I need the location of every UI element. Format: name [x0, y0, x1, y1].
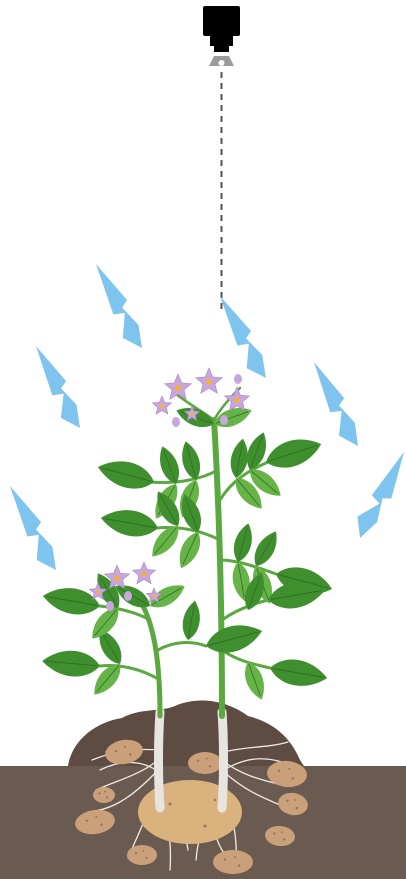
- leaf: [95, 455, 158, 495]
- flower: [153, 396, 172, 414]
- leaf: [249, 527, 283, 570]
- tuber: [127, 845, 157, 865]
- flower: [225, 387, 250, 411]
- leaf: [180, 599, 203, 641]
- stem: [158, 643, 206, 650]
- leaf: [262, 432, 325, 474]
- leaf: [41, 648, 101, 678]
- stem: [150, 470, 218, 483]
- light-arrow-icon: [36, 346, 80, 428]
- light-arrow-icon: [96, 264, 142, 348]
- light-arrow-icon: [358, 452, 404, 538]
- tuber: [213, 850, 253, 874]
- leaf: [178, 439, 204, 482]
- flower: [133, 562, 156, 584]
- flower-bud: [172, 417, 180, 427]
- tuber: [93, 787, 115, 803]
- stem: [214, 420, 222, 716]
- stem: [222, 650, 270, 668]
- flower: [196, 368, 223, 393]
- light-arrow-icon: [314, 362, 358, 446]
- leaf: [268, 655, 330, 690]
- flower-bud: [220, 415, 228, 425]
- stem-base: [159, 712, 161, 808]
- camera-sensor-icon: [203, 6, 240, 312]
- leaf: [174, 529, 206, 572]
- leaf: [203, 619, 266, 659]
- flower-bud: [234, 374, 242, 384]
- flower-bud: [124, 591, 132, 601]
- stem: [220, 560, 276, 574]
- leaf: [230, 521, 256, 564]
- tuber: [188, 752, 222, 774]
- leaf: [99, 505, 161, 540]
- stem: [222, 600, 268, 620]
- stem-base: [222, 712, 224, 808]
- flower-bud: [106, 601, 114, 611]
- light-arrow-icon: [10, 486, 56, 570]
- light-arrow-icon: [220, 296, 266, 378]
